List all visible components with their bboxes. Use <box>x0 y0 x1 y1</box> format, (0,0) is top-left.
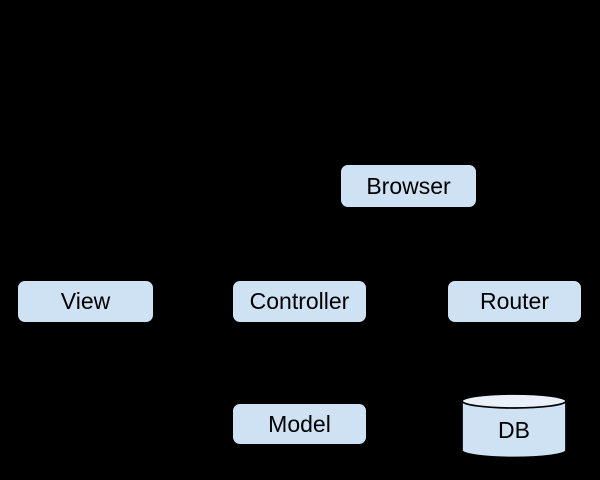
node-controller: Controller <box>232 280 367 323</box>
node-controller-label: Controller <box>249 288 350 314</box>
node-browser: Browser <box>340 164 477 208</box>
node-router-label: Router <box>479 288 550 314</box>
node-db: DB <box>461 393 567 458</box>
node-db-label: DB <box>498 417 530 443</box>
node-router: Router <box>447 280 582 323</box>
node-view-label: View <box>60 288 111 314</box>
node-model-label: Model <box>268 410 331 437</box>
node-model: Model <box>232 403 367 445</box>
database-cylinder-icon <box>461 393 567 458</box>
node-browser-label: Browser <box>366 172 451 199</box>
node-view: View <box>17 280 154 323</box>
